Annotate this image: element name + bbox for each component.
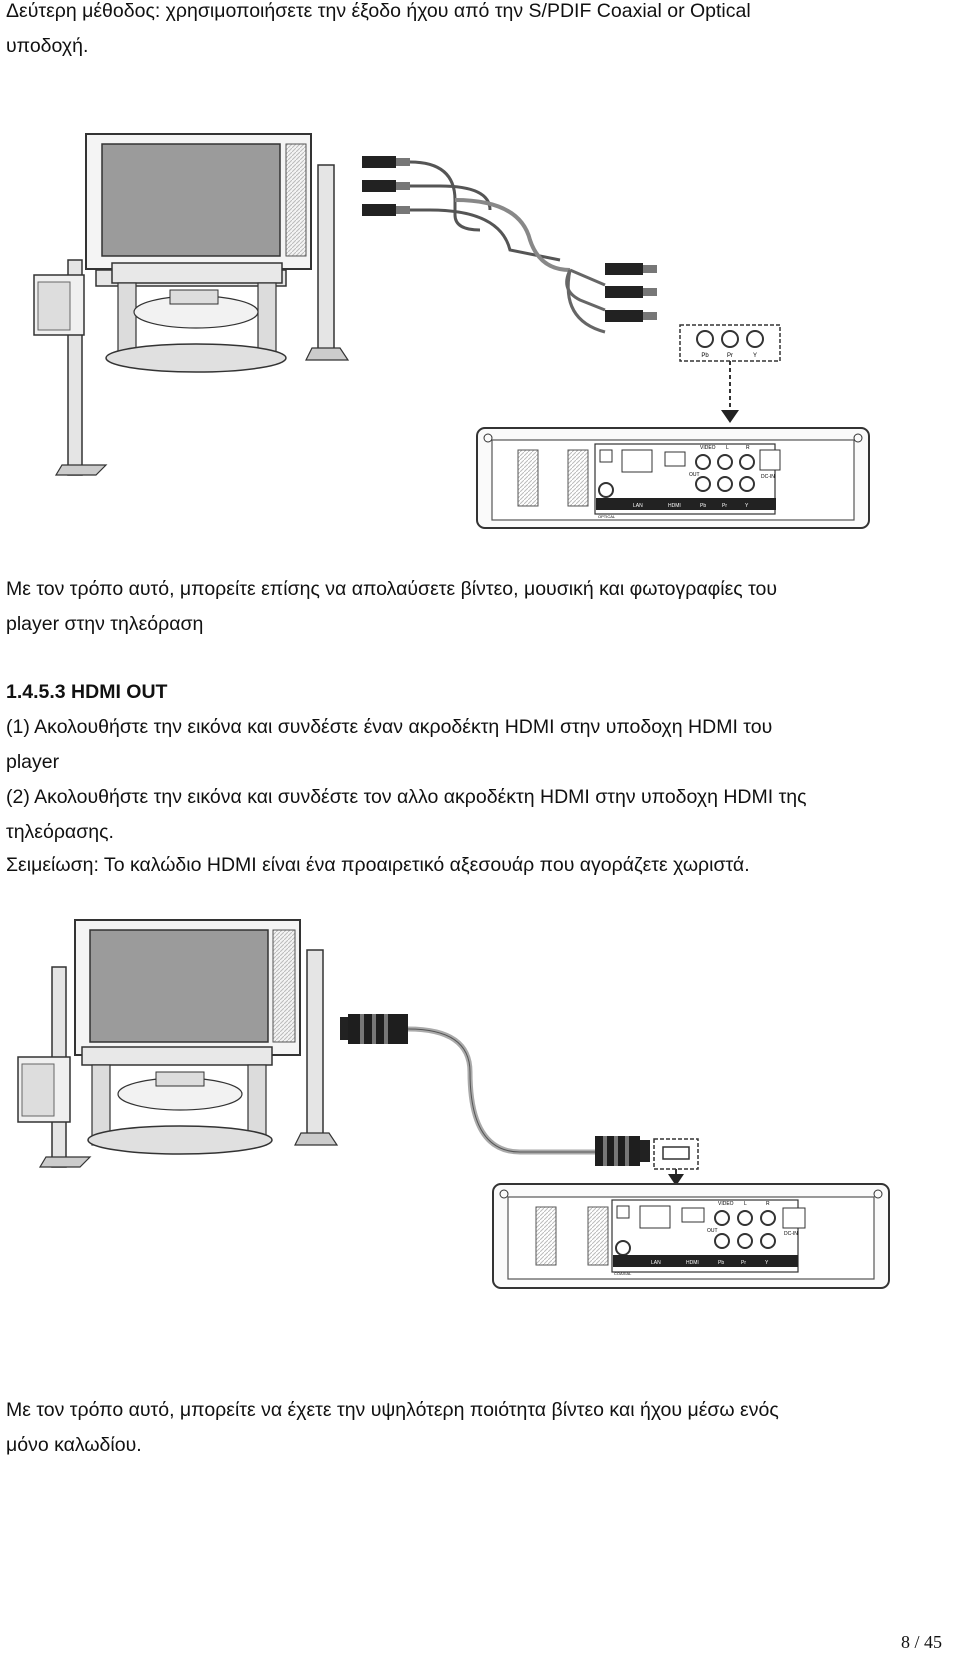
jack-label-pb: Pb xyxy=(701,353,709,359)
tv-stand xyxy=(81,1046,273,1155)
arrow-down-icon xyxy=(668,1169,684,1186)
panel-label-hdmi: HDMI xyxy=(668,503,681,509)
arrow-down-icon xyxy=(721,361,739,423)
panel-label-pb: Pb xyxy=(700,503,706,509)
panel-label-video: VIDEO xyxy=(700,445,716,451)
figure-hdmi-connection: VIDEO L R OUT LAN HDMI Pb Pr Y DC-IN COA… xyxy=(17,919,890,1289)
panel-label-out: OUT xyxy=(689,472,700,478)
player-rear-panel: VIDEO L R OUT LAN HDMI Pb Pr Y DC-IN OPT… xyxy=(476,427,870,529)
panel-label-y: Y xyxy=(745,503,749,509)
panel-label-coaxial: COAXIAL xyxy=(614,1271,632,1276)
para-after-fig1-line-1: Με τον τρόπο αυτό, μπορείτε επίσης να απ… xyxy=(6,578,778,600)
panel-label-l: L xyxy=(726,445,729,451)
tv-stand xyxy=(105,262,287,373)
panel-label-video: VIDEO xyxy=(718,1201,734,1207)
speaker-right xyxy=(294,949,339,1146)
panel-label-hdmi: HDMI xyxy=(686,1260,699,1266)
step1-line-2: player xyxy=(6,751,60,773)
panel-label-y: Y xyxy=(765,1260,769,1266)
tv xyxy=(74,919,301,1056)
subwoofer xyxy=(33,274,85,336)
jack-label-pr: Pr xyxy=(727,353,733,359)
page-number: 8 / 45 xyxy=(900,1632,942,1652)
component-jack-callout: Pb Pr Y xyxy=(679,324,781,362)
rca-cable-player-end xyxy=(605,263,657,322)
para-after-fig1-line-2: player στην τηλεόραση xyxy=(6,613,204,635)
panel-label-pb: Pb xyxy=(718,1260,724,1266)
note: Σειμείωση: Το καλώδιο HDMI είναι ένα προ… xyxy=(6,854,750,876)
panel-label-l: L xyxy=(744,1201,747,1207)
panel-label-lan: LAN xyxy=(651,1260,661,1266)
step1-line-1: (1) Ακολουθήστε την εικόνα και συνδέστε … xyxy=(6,716,773,738)
hdmi-port-callout xyxy=(653,1138,699,1170)
panel-label-out: OUT xyxy=(707,1228,718,1234)
panel-label-r: R xyxy=(746,445,750,451)
panel-label-dcin: DC-IN xyxy=(761,474,775,480)
step2-line-2: τηλεόρασης. xyxy=(6,821,114,843)
panel-label-optical: OPTICAL xyxy=(598,514,616,519)
step2-line-1: (2) Ακολουθήστε την εικόνα και συνδέστε … xyxy=(6,786,807,808)
jack-label-y: Y xyxy=(753,353,757,359)
intro-line-2: υποδοχή. xyxy=(6,35,89,57)
closing-line-1: Με τον τρόπο αυτό, μπορείτε να έχετε την… xyxy=(6,1399,779,1421)
panel-label-lan: LAN xyxy=(633,503,643,509)
panel-label-pr: Pr xyxy=(741,1260,746,1266)
panel-label-pr: Pr xyxy=(722,503,727,509)
figure-component-connection: Pb Pr Y VIDEO L R OUT LAN HDMI Pb Pr xyxy=(33,133,870,529)
player-rear-panel: VIDEO L R OUT LAN HDMI Pb Pr Y DC-IN COA… xyxy=(492,1183,890,1289)
subwoofer xyxy=(17,1056,71,1123)
hdmi-cable xyxy=(340,1014,650,1166)
intro-line-1: Δεύτερη μέθοδος: χρησιμοποιήσετε την έξο… xyxy=(6,0,751,22)
panel-label-dcin: DC-IN xyxy=(784,1231,798,1237)
speaker-right xyxy=(305,164,350,361)
panel-label-r: R xyxy=(766,1201,770,1207)
section-heading: 1.4.5.3 HDMI OUT xyxy=(6,681,168,703)
closing-line-2: μόνο καλωδίου. xyxy=(6,1434,142,1456)
